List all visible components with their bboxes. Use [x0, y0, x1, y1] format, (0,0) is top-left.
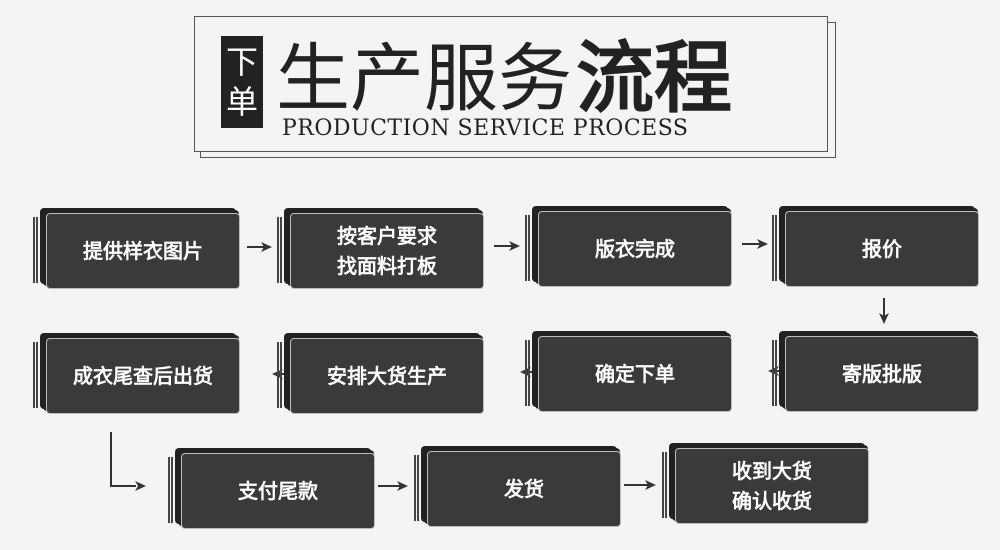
- step-box-10: 发货: [414, 446, 621, 527]
- step-edge-line: [775, 215, 777, 281]
- step-edge-line: [772, 215, 774, 281]
- step-edge-line: [280, 342, 282, 408]
- title-badge-char-1: 下: [225, 43, 258, 81]
- page-title-light: 生产服务: [276, 35, 572, 122]
- step-box-6: 确定下单: [525, 331, 732, 412]
- title-badge-char-2: 单: [225, 83, 258, 121]
- step-box-7: 安排大货生产: [277, 333, 484, 414]
- step-label: 安排大货生产: [327, 364, 447, 388]
- step-label: 发货: [504, 477, 544, 501]
- arrow-head: [757, 239, 768, 249]
- arrow-head: [397, 481, 408, 491]
- step-edge-line: [525, 340, 527, 406]
- arrow-head: [261, 242, 272, 252]
- step-label: 确认收货: [732, 489, 812, 513]
- step-card: 确定下单: [538, 336, 732, 412]
- step-box-3: 版衣完成: [525, 206, 732, 287]
- step-edge-line: [171, 457, 173, 523]
- step-label: 找面料打板: [337, 254, 437, 278]
- step-label: 提供样衣图片: [83, 239, 203, 263]
- step-label: 成衣尾查后出货: [73, 364, 213, 388]
- arrow-head: [135, 481, 146, 491]
- step-edge-line: [525, 215, 527, 281]
- arrow-head: [879, 313, 889, 324]
- step-box-8: 成衣尾查后出货: [33, 333, 240, 414]
- step-edge-line: [277, 342, 279, 408]
- step-edge-line: [417, 455, 419, 521]
- step-edge-line: [280, 217, 282, 283]
- step-label: 报价: [862, 237, 902, 261]
- step-card: 按客户要求找面料打板: [290, 213, 484, 289]
- step-edge-line: [36, 217, 38, 283]
- step-box-1: 提供样衣图片: [33, 208, 240, 289]
- step-box-11: 收到大货确认收货: [662, 443, 869, 524]
- step-edge-line: [662, 452, 664, 518]
- arrow-head: [645, 480, 656, 490]
- step-card: 成衣尾查后出货: [46, 338, 240, 414]
- title-badge: 下 单: [221, 36, 263, 128]
- step-edge-line: [414, 455, 416, 521]
- step-edge-line: [33, 342, 35, 408]
- step-card: 版衣完成: [538, 211, 732, 287]
- step-card: 收到大货确认收货: [675, 448, 869, 524]
- step-edge-line: [277, 217, 279, 283]
- arrow-head: [509, 241, 520, 251]
- step-edge-line: [528, 340, 530, 406]
- step-card: 提供样衣图片: [46, 213, 240, 289]
- arrow-line: [110, 432, 136, 487]
- step-edge-line: [528, 215, 530, 281]
- step-box-9: 支付尾款: [168, 448, 375, 529]
- step-box-2: 按客户要求找面料打板: [277, 208, 484, 289]
- step-label: 收到大货: [732, 459, 812, 483]
- step-label: 寄版批版: [842, 362, 922, 386]
- step-edge-line: [33, 217, 35, 283]
- step-edge-line: [36, 342, 38, 408]
- title-frame: [194, 16, 828, 152]
- step-card: 安排大货生产: [290, 338, 484, 414]
- step-edge-line: [772, 340, 774, 406]
- page-title-bold: 流程: [576, 33, 733, 124]
- step-label: 版衣完成: [595, 237, 675, 261]
- step-edge-line: [665, 452, 667, 518]
- step-box-4: 报价: [772, 206, 979, 287]
- step-card: 寄版批版: [785, 336, 979, 412]
- page-title: 生产服务 流程: [276, 26, 732, 124]
- step-box-5: 寄版批版: [772, 331, 979, 412]
- step-card: 支付尾款: [181, 453, 375, 529]
- step-edge-line: [775, 340, 777, 406]
- page-subtitle: PRODUCTION SERVICE PROCESS: [282, 116, 689, 141]
- step-label: 支付尾款: [238, 479, 318, 503]
- step-edge-line: [168, 457, 170, 523]
- step-card: 发货: [427, 451, 621, 527]
- step-card: 报价: [785, 211, 979, 287]
- step-label: 确定下单: [595, 362, 675, 386]
- step-label: 按客户要求: [337, 224, 437, 248]
